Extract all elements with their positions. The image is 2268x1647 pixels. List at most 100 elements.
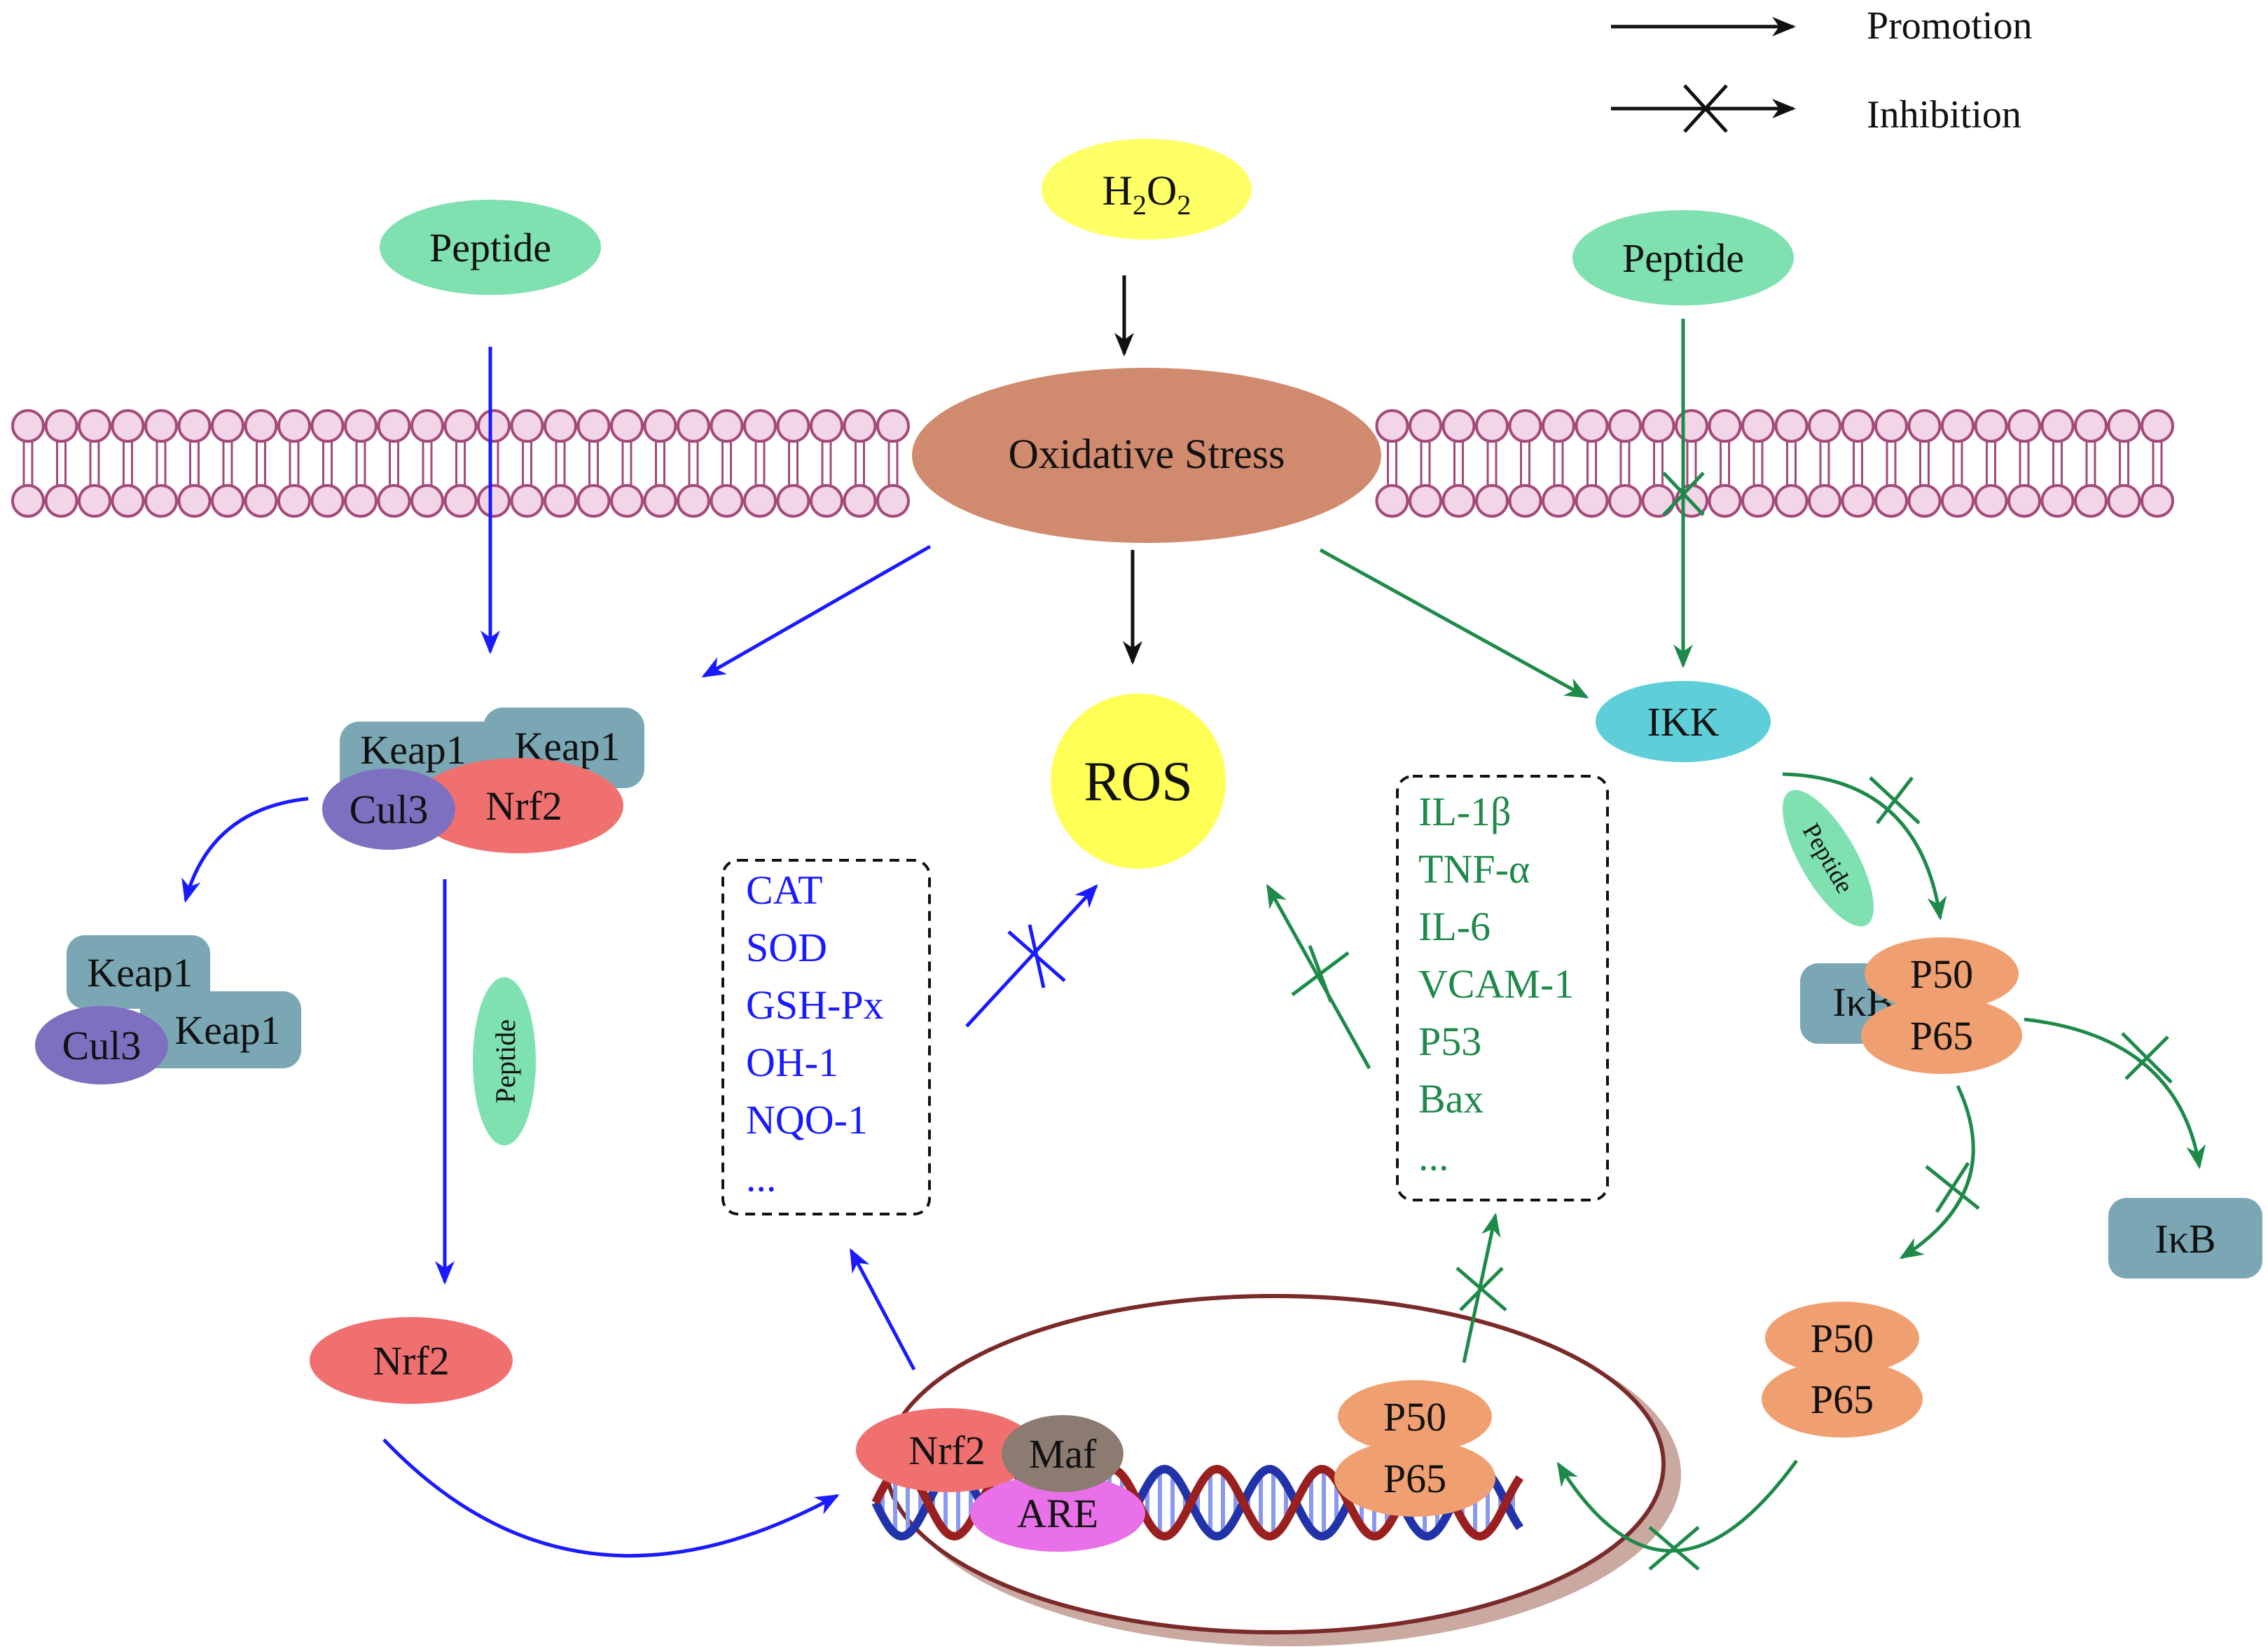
lipid-head-bottom (544, 484, 577, 518)
lipid-head-top (1741, 409, 1775, 443)
inflammatory-box: IL-1βTNF-αIL-6VCAM-1P53Bax... (1396, 775, 1609, 1201)
lipid-head-top (2040, 409, 2075, 443)
lipid-head-top (1375, 409, 1409, 443)
lipid-head-bottom (1808, 484, 1841, 518)
lipid-head-top (810, 409, 843, 443)
lipid-head-bottom (211, 484, 244, 518)
oxidative-stress-node: Oxidative Stress (912, 368, 1381, 543)
nrf2-maf-are-complex: ARE Nrf2 Maf (856, 1408, 1145, 1552)
lipid-head-top (2007, 409, 2041, 443)
lipid-head-top (1675, 409, 1708, 443)
lipid-head-top (576, 409, 611, 443)
lipid-head-top (1508, 409, 1542, 443)
lipid-head-top (1907, 409, 1942, 443)
svg-text:Peptide: Peptide (429, 225, 551, 270)
lipid-head-bottom (1575, 484, 1609, 518)
lipid-head-bottom (2107, 484, 2141, 518)
svg-text:Keap1: Keap1 (87, 950, 193, 995)
lipid-head-bottom (1441, 484, 1476, 518)
lipid-head-top (344, 409, 378, 443)
lipid-head-bottom (2141, 484, 2174, 518)
lipid-head-bottom (643, 484, 677, 518)
lipid-head-bottom (244, 484, 278, 518)
lipid-head-top (876, 409, 910, 443)
lipid-head-bottom (2040, 484, 2075, 518)
lipid-head-bottom (843, 484, 877, 518)
lipid-head-bottom (1641, 484, 1675, 518)
lipid-head-bottom (111, 484, 145, 518)
legend-inhibition-cross (1683, 84, 1728, 133)
peptide-rotated-node: Peptide (1783, 790, 1874, 927)
svg-text:Oxidative Stress: Oxidative Stress (1009, 431, 1285, 477)
lipid-head-top (1841, 409, 1875, 443)
inhibit-cross-ikk-ikb (1869, 776, 1921, 825)
p50-p65-free: P65 P50 (1762, 1302, 1923, 1438)
antioxidant-item: SOD (746, 925, 827, 970)
lipid-head-top (177, 409, 212, 443)
lipid-head-top (1941, 409, 1975, 443)
lipid-head-top (1774, 409, 1809, 443)
p50-p65-nucleus: P65 P50 (1334, 1380, 1495, 1517)
peptide-left-node: Peptide (380, 200, 601, 295)
svg-text:Keap1: Keap1 (360, 727, 466, 773)
lipid-head-top (1409, 409, 1442, 443)
lipid-head-bottom (1375, 484, 1409, 518)
lipid-head-bottom (277, 484, 311, 518)
lipid-head-top (1708, 409, 1742, 443)
lipid-head-bottom (1841, 484, 1875, 518)
nrf2-free-node: Nrf2 (310, 1317, 513, 1404)
antioxidant-item: ... (746, 1155, 777, 1200)
lipid-head-top (710, 409, 744, 443)
lipid-head-bottom (1774, 484, 1809, 518)
lipid-head-top (1542, 409, 1575, 443)
antioxidant-item: OH-1 (746, 1040, 838, 1085)
ros-node: ROS (1051, 694, 1226, 869)
legend-inhibition-label: Inhibition (1867, 93, 2021, 137)
svg-text:Keap1: Keap1 (174, 1007, 280, 1053)
inflammatory-item: P53 (1418, 1019, 1481, 1064)
lipid-head-bottom (776, 484, 810, 518)
ikb-p50-p65-complex: IκB P65 P50 (1800, 937, 2022, 1074)
svg-text:Nrf2: Nrf2 (485, 783, 562, 829)
inhibit-cross-antioxidant-ros (1007, 924, 1066, 988)
lipid-head-top (510, 409, 544, 443)
lipid-head-bottom (510, 484, 544, 518)
inflammatory-item: IL-1β (1418, 789, 1512, 834)
lipid-head-bottom (1941, 484, 1975, 518)
lipid-head-bottom (610, 484, 644, 518)
svg-text:Cul3: Cul3 (350, 787, 429, 832)
lipid-head-bottom (78, 484, 111, 518)
lipid-head-bottom (743, 484, 777, 518)
svg-text:ROS: ROS (1084, 751, 1193, 813)
lipid-head-bottom (810, 484, 843, 518)
arrow-ikk-to-ikb (1782, 772, 1947, 921)
lipid-head-top (776, 409, 810, 443)
lipid-head-top (410, 409, 444, 443)
legend-promotion-label: Promotion (1867, 4, 2032, 48)
svg-text:P65: P65 (1910, 1013, 1973, 1059)
lipid-head-top (310, 409, 345, 443)
arrow-complex-to-ikb (2024, 1017, 2206, 1169)
inhibit-cross-p50p65-nucleus (1648, 1526, 1700, 1571)
lipid-head-top (677, 409, 710, 443)
svg-text:H2O2: H2O2 (1102, 167, 1191, 221)
lipid-head-top (643, 409, 677, 443)
antioxidant-item: GSH-Px (746, 982, 884, 1028)
lipid-head-bottom (1874, 484, 1908, 518)
ikk-node: IKK (1596, 681, 1771, 762)
lipid-head-bottom (477, 484, 511, 518)
lipid-head-top (743, 409, 777, 443)
lipid-head-bottom (1708, 484, 1742, 518)
lipid-head-bottom (144, 484, 178, 518)
lipid-head-bottom (2074, 484, 2108, 518)
lipid-head-bottom (1542, 484, 1575, 518)
lipid-head-bottom (677, 484, 710, 518)
lipid-head-top (2141, 409, 2174, 443)
lipid-head-bottom (710, 484, 744, 518)
lipid-head-bottom (1409, 484, 1442, 518)
lipid-head-bottom (1608, 484, 1642, 518)
svg-text:P65: P65 (1811, 1377, 1874, 1422)
inflammatory-item: Bax (1418, 1076, 1484, 1122)
lipid-head-top (1475, 409, 1509, 443)
